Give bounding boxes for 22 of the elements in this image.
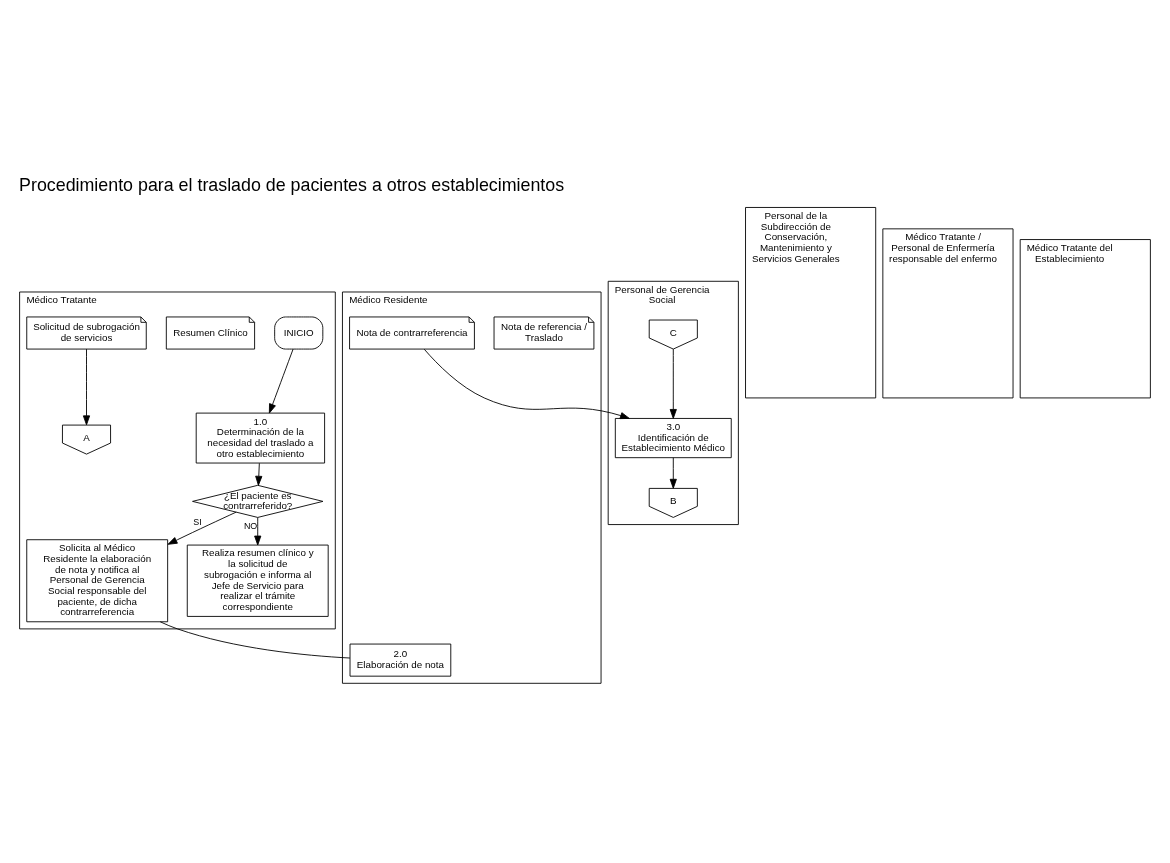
node-box: Médico Tratante del Establecimiento (1019, 238, 1151, 398)
arrow (268, 348, 294, 413)
node-box: Realiza resumen clínico y la solicitud de subrogación e informa al Jefe de Servicio para realizar el trámite correspondiente (186, 544, 329, 617)
arrow (669, 456, 677, 489)
node-box: Personal de la Subdirección de Conservación, Mantenimiento y Servicios Generales (745, 206, 877, 398)
node-box: 1.0 Determinación de la necesidad del traslado a otro establecimiento (195, 412, 326, 463)
diagram-title: Procedimiento para el traslado de pacientes a otros establecimientos (19, 174, 565, 195)
connector (159, 620, 351, 658)
arrow (167, 511, 237, 545)
node-box: 2.0 Elaboración de nota (349, 643, 452, 677)
arrow (254, 516, 262, 545)
node-box: Médico Tratante / Personal de Enfermería responsable del enfermo (882, 227, 1014, 398)
node-box: Solicita al Médico Residente la elaboración de nota y notifica al Personal de Gerencia Social responsable del paciente, de dicha contrarreferencia (26, 538, 169, 622)
node-diamond: ¿El paciente es contrarreferido? (192, 484, 324, 518)
node-box: 3.0 Identificación de Establecimiento Médico (614, 417, 732, 458)
edge-label: NO (243, 520, 258, 531)
edge-label: SI (193, 516, 202, 527)
arrow (82, 348, 91, 425)
arrow (423, 348, 630, 419)
arrow (669, 348, 677, 419)
node-box: INICIO (274, 316, 324, 349)
arrow (255, 462, 263, 486)
